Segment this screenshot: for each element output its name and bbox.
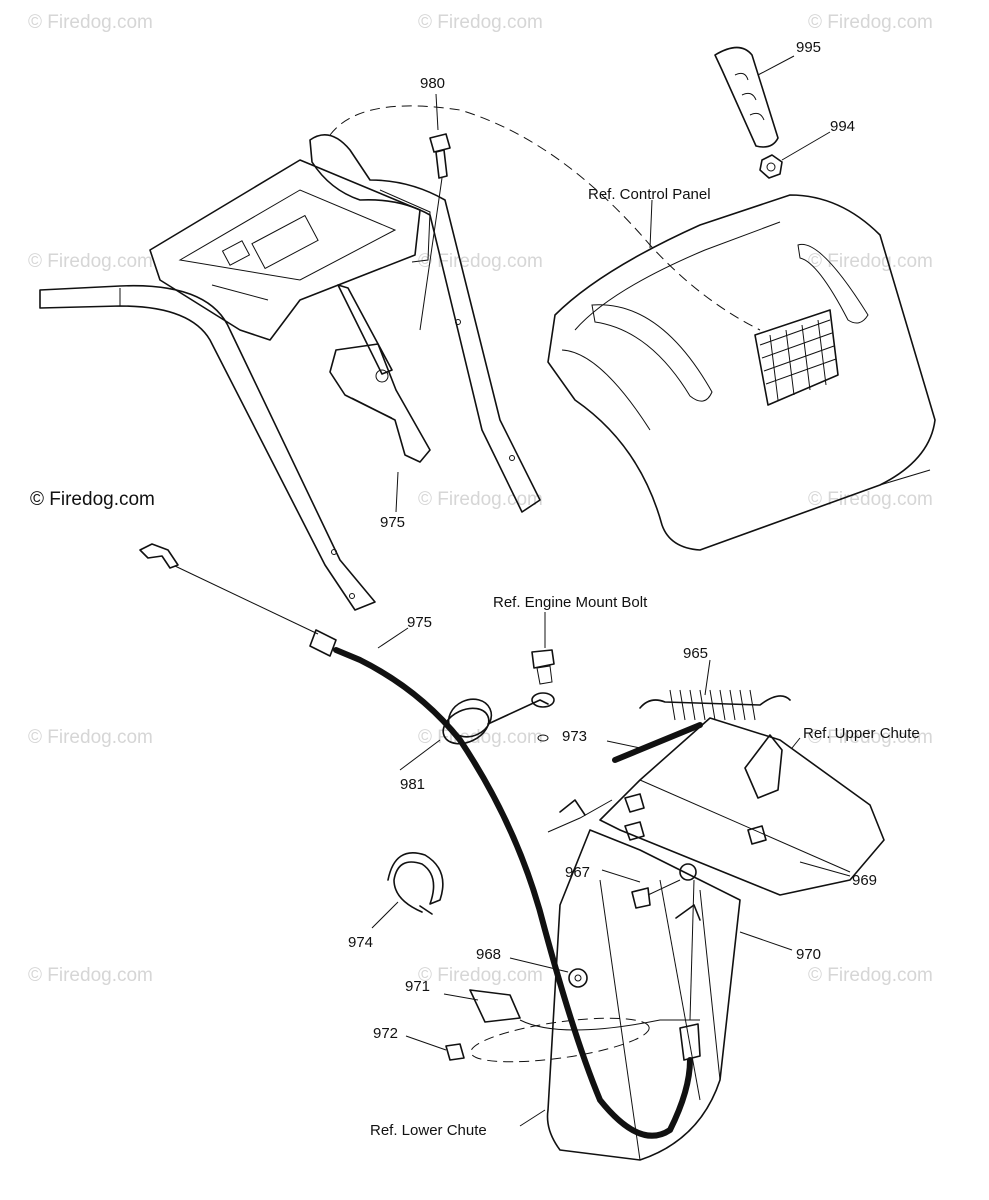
label-967: 967	[565, 864, 590, 881]
label-lower-chute: Ref. Lower Chute	[370, 1122, 487, 1139]
watermark: © Firedog.com	[28, 251, 153, 272]
watermark: © Firedog.com	[808, 965, 933, 986]
label-971: 971	[405, 978, 430, 995]
label-981: 981	[400, 776, 425, 793]
part-labels: 995 994 980 Ref. Control Panel 975 Ref. …	[348, 39, 920, 1139]
watermark: © Firedog.com	[418, 965, 543, 986]
label-969: 969	[852, 872, 877, 889]
watermark: © Firedog.com	[808, 489, 933, 510]
watermark: © Firedog.com	[418, 251, 543, 272]
label-972: 972	[373, 1025, 398, 1042]
label-974: 974	[348, 934, 373, 951]
label-975-cable: 975	[407, 614, 432, 631]
watermark: © Firedog.com	[28, 965, 153, 986]
leader-lines	[371, 55, 851, 1127]
handle-assembly	[39, 133, 541, 611]
reference-line	[329, 105, 761, 331]
label-engine-mount-bolt: Ref. Engine Mount Bolt	[493, 594, 648, 611]
copyright-notice: © Firedog.com	[30, 489, 155, 510]
watermark: © Firedog.com	[808, 251, 933, 272]
watermark: © Firedog.com	[418, 12, 543, 33]
label-970: 970	[796, 946, 821, 963]
watermark: © Firedog.com	[28, 12, 153, 33]
label-995: 995	[796, 39, 821, 56]
label-980: 980	[420, 75, 445, 92]
label-994: 994	[830, 118, 855, 135]
watermarks: © Firedog.com © Firedog.com © Firedog.co…	[28, 12, 933, 986]
label-968: 968	[476, 946, 501, 963]
label-upper-chute: Ref. Upper Chute	[803, 725, 920, 742]
watermark: © Firedog.com	[418, 489, 543, 510]
label-control-panel: Ref. Control Panel	[588, 186, 711, 203]
label-965: 965	[683, 645, 708, 662]
watermark: © Firedog.com	[28, 727, 153, 748]
watermark: © Firedog.com	[418, 727, 543, 748]
watermark: © Firedog.com	[808, 727, 933, 748]
chute-assembly	[445, 689, 885, 1161]
label-975-rod: 975	[380, 514, 405, 531]
control-panel	[547, 46, 936, 551]
watermark: © Firedog.com	[808, 12, 933, 33]
label-973: 973	[562, 728, 587, 745]
